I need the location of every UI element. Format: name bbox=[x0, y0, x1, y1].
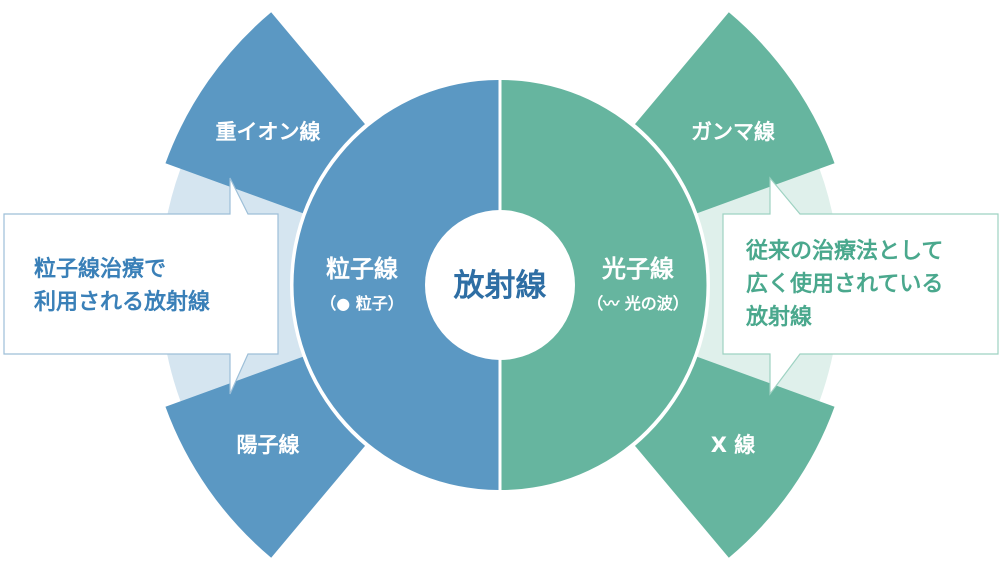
photon-subtitle: （〰 光の波） bbox=[587, 294, 689, 313]
heavy-ion-wedge bbox=[165, 12, 372, 217]
center-circle bbox=[425, 210, 575, 360]
left-callout: 粒子線治療で 利用される放射線 bbox=[3, 177, 279, 395]
gamma-label: ガンマ線 bbox=[691, 120, 775, 144]
proton-label: 陽子線 bbox=[237, 433, 300, 457]
right-callout-line-2: 広く使用されている bbox=[746, 271, 943, 297]
proton-wedge bbox=[165, 353, 372, 558]
particle-title: 粒子線 bbox=[326, 255, 398, 283]
particle-half bbox=[293, 80, 499, 490]
center-label: 放射線 bbox=[453, 268, 547, 304]
photon-title: 光子線 bbox=[601, 255, 674, 283]
left-callout-line-1: 粒子線治療で bbox=[34, 256, 166, 282]
right-callout: 従来の治療法として 広く使用されている 放射線 bbox=[722, 176, 999, 396]
particle-subtitle: （● 粒子） bbox=[320, 294, 404, 313]
gamma-wedge bbox=[628, 12, 835, 217]
heavy-ion-label: 重イオン線 bbox=[216, 120, 321, 144]
right-callout-line-3: 放射線 bbox=[745, 304, 812, 330]
xray-wedge bbox=[628, 353, 835, 558]
left-callout-line-2: 利用される放射線 bbox=[34, 289, 210, 315]
right-callout-line-1: 従来の治療法として bbox=[745, 238, 943, 264]
xray-label: X 線 bbox=[711, 433, 756, 457]
photon-half bbox=[501, 80, 707, 490]
